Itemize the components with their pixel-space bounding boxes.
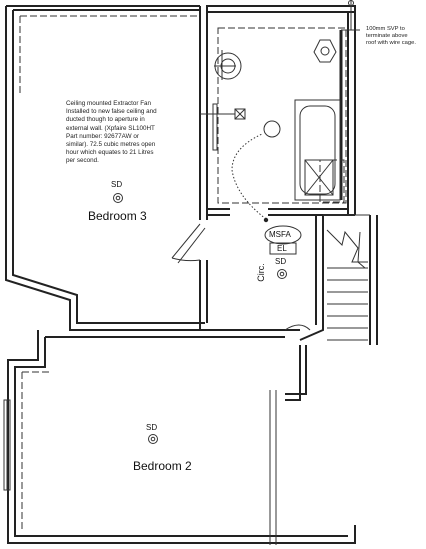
msfa-label: MSFA	[269, 230, 291, 239]
sd-label-bedroom-3: SD	[111, 180, 123, 189]
sd-label-landing: SD	[275, 257, 287, 266]
bedroom-2-label: Bedroom 2	[133, 459, 192, 473]
bedroom-3-walls	[5, 5, 208, 331]
bedroom-3-door	[171, 223, 206, 264]
el-symbol	[269, 242, 297, 255]
msfa-symbol	[264, 225, 302, 245]
smoke-detector-bedroom-2	[148, 434, 158, 444]
smoke-detector-bedroom-3	[113, 193, 123, 203]
extractor-fan-note: Ceiling mounted Extractor Fan Installed …	[66, 100, 157, 165]
bedroom-2-walls	[3, 330, 356, 545]
el-label: EL	[277, 244, 287, 253]
svp-note: 100mm SVP to terminate above roof with w…	[366, 26, 416, 46]
bedroom-3-label: Bedroom 3	[88, 209, 147, 223]
circulation-label: Circ.	[255, 263, 266, 282]
bathroom	[200, 0, 360, 223]
landing-walls	[200, 322, 311, 331]
staircase	[299, 214, 378, 345]
smoke-detector-landing	[277, 269, 287, 279]
sd-label-bedroom-2: SD	[146, 423, 158, 432]
